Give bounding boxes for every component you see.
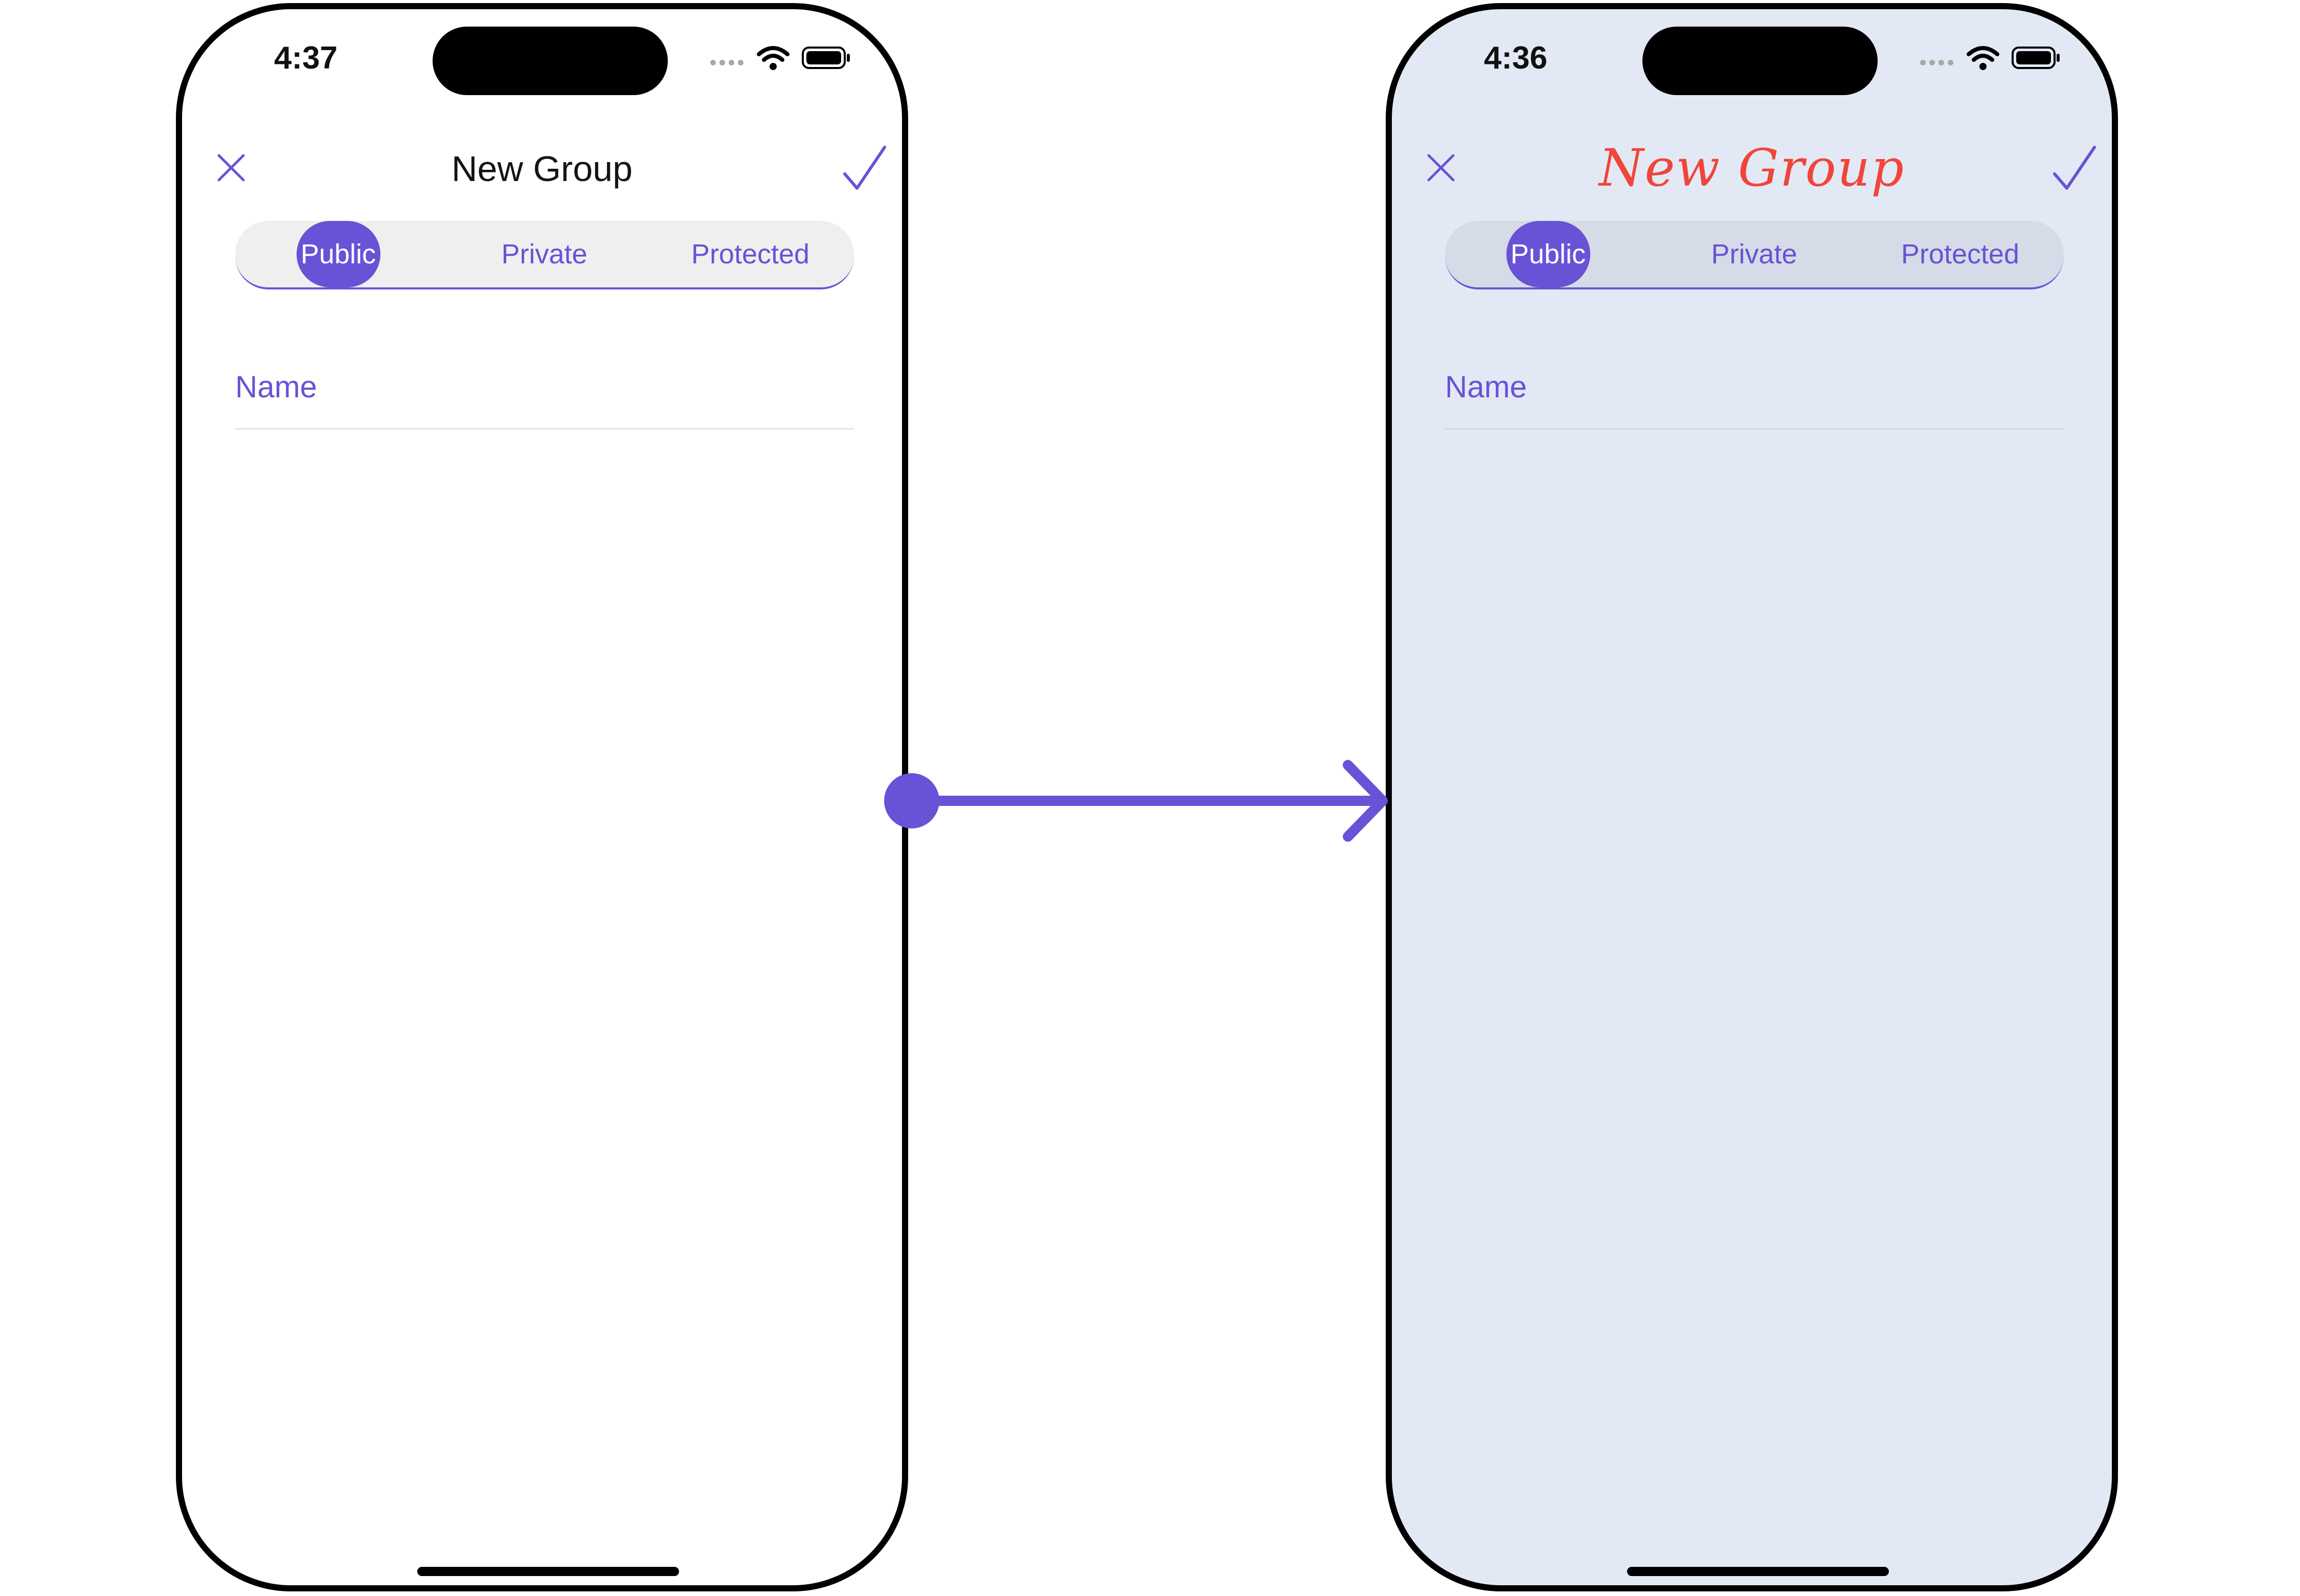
segment-private[interactable]: Private <box>441 221 647 287</box>
status-time: 4:36 <box>1484 40 1548 76</box>
segment-public[interactable]: Public <box>235 221 441 287</box>
dynamic-island <box>1642 27 1878 95</box>
status-icons <box>1920 45 2061 71</box>
segment-label: Public <box>296 221 380 287</box>
page-title: New Group <box>1598 138 1905 198</box>
phone-default: 4:37 New Group Public <box>176 3 908 1591</box>
signal-icon <box>710 59 743 65</box>
checkmark-icon[interactable] <box>2053 144 2096 191</box>
name-placeholder: Name <box>235 370 318 404</box>
phone-customized: 4:36 New Group Public <box>1386 3 2118 1591</box>
segment-public[interactable]: Public <box>1445 221 1651 287</box>
group-name-input[interactable]: Name <box>1445 359 2064 430</box>
home-indicator <box>1627 1567 1889 1576</box>
segment-protected[interactable]: Protected <box>647 221 853 287</box>
group-type-segmented-control: Public Private Protected <box>1445 221 2064 289</box>
battery-icon <box>802 47 850 69</box>
home-indicator <box>417 1567 679 1576</box>
wifi-icon <box>757 46 790 70</box>
close-icon[interactable] <box>217 153 245 182</box>
segment-label: Private <box>1711 239 1797 269</box>
segment-label: Protected <box>691 239 810 269</box>
dynamic-island <box>433 27 668 95</box>
name-placeholder: Name <box>1445 370 1527 404</box>
group-name-input[interactable]: Name <box>235 359 854 430</box>
status-time: 4:37 <box>274 40 338 76</box>
battery-icon <box>2012 47 2060 69</box>
segment-label: Private <box>501 239 588 269</box>
wifi-icon <box>1967 46 1999 70</box>
close-icon[interactable] <box>1427 153 1455 182</box>
group-type-segmented-control: Public Private Protected <box>235 221 854 289</box>
checkmark-icon[interactable] <box>843 144 887 191</box>
segment-label: Protected <box>1901 239 2020 269</box>
segment-label: Public <box>1506 221 1590 287</box>
segment-protected[interactable]: Protected <box>1857 221 2063 287</box>
signal-icon <box>1920 59 1953 65</box>
page-title: New Group <box>451 149 633 189</box>
status-icons <box>710 45 851 71</box>
segment-private[interactable]: Private <box>1651 221 1857 287</box>
